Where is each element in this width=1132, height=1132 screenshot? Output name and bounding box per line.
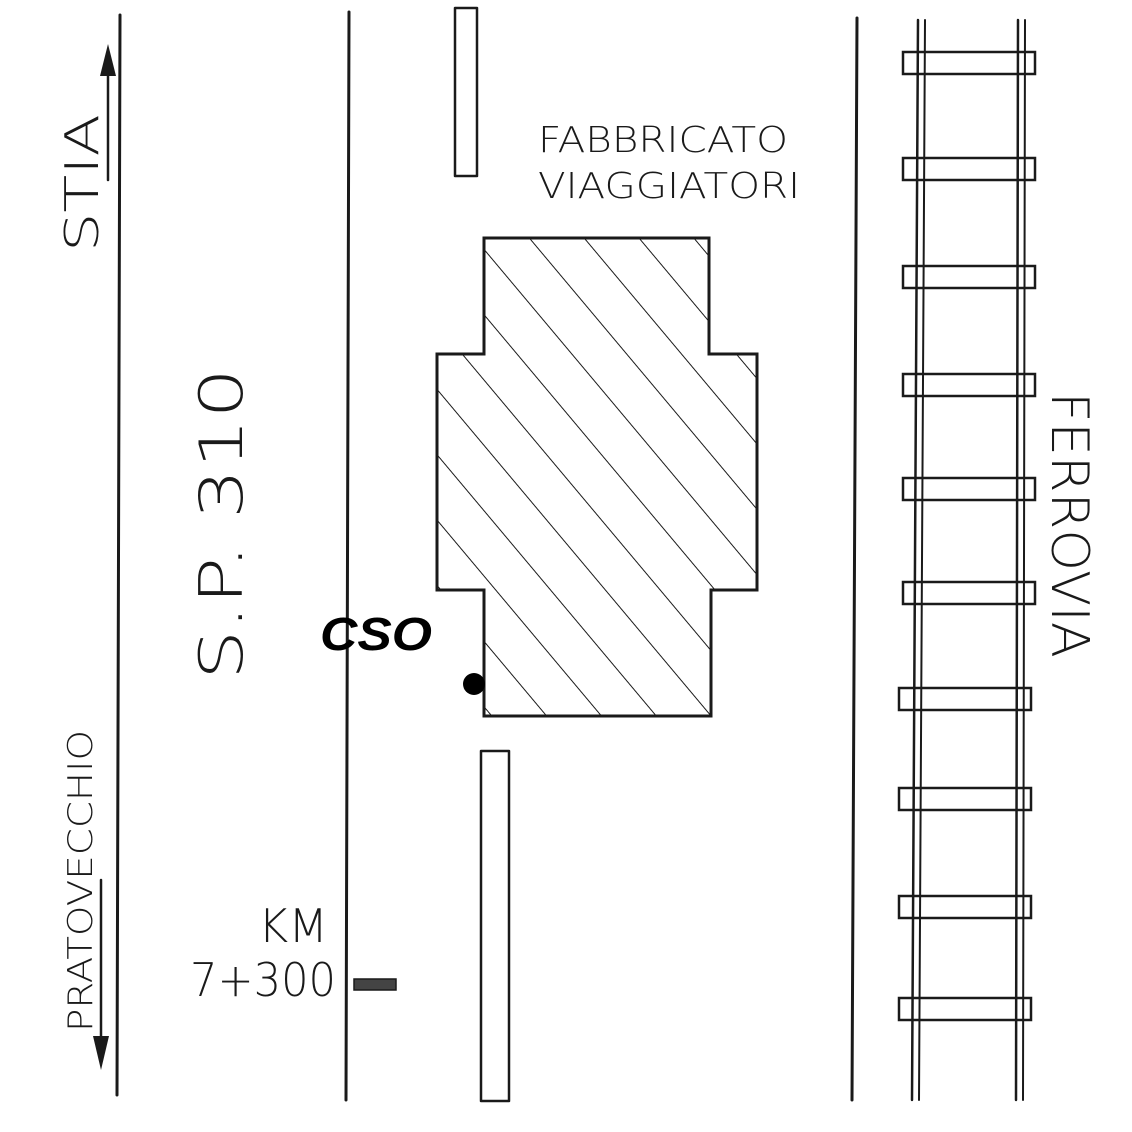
label-pratovecchio: PRATOVECCHIO [61,730,101,1032]
railway-sleeper [901,50,1037,76]
arrow-down-icon [93,878,109,1070]
km-post [353,978,397,991]
label-stia: STIA [55,114,109,252]
label-building-line2: VIAGGIATORI [538,166,800,207]
railway-sleeper [901,580,1037,606]
label-building-line1: FABBRICATO [538,120,788,161]
road-right-edge [344,10,351,1102]
railway-sleeper [897,894,1033,920]
railway-sleeper [897,786,1033,812]
label-road-name: S.P. 310 [187,368,257,680]
railway-sleeper [897,996,1033,1022]
label-railway: FERROVIA [1039,392,1099,658]
railway-sleeper [901,156,1037,182]
railway-track [897,18,1037,1102]
fence-bottom [479,749,511,1103]
cso-point [463,673,485,695]
road-left-edge [115,13,122,1097]
platform-edge [850,16,859,1102]
railway-sleeper [901,372,1037,398]
fence-top [453,6,479,178]
arrow-up-icon [100,44,116,182]
label-km-value: 7+300 [190,953,336,1007]
railway-sleeper [897,686,1033,712]
label-km: KM [258,899,328,953]
railway-sleeper [901,264,1037,290]
passenger-building [435,236,759,718]
label-cso: CSO [320,608,432,660]
railway-sleeper [901,476,1037,502]
railway-sleepers [897,50,1037,1022]
